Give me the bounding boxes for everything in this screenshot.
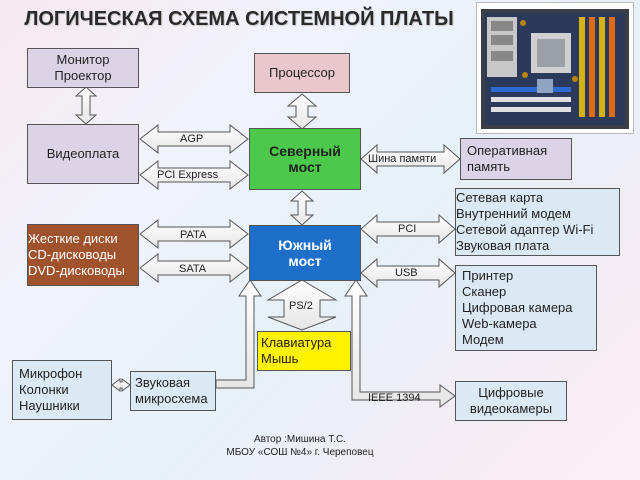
bus-label-ieee1394: IEEE 1394 <box>368 392 421 404</box>
bus-label-pci-express: PCI Express <box>157 169 219 181</box>
arrow-north-south <box>289 190 315 226</box>
motherboard-photo <box>476 2 634 134</box>
arrow-ieee1394 <box>344 279 456 408</box>
arrow-agp <box>139 123 249 155</box>
bus-label-usb: USB <box>395 267 418 279</box>
arrow-audio-sound <box>111 378 131 392</box>
keyboard-mouse-box: Клавиатура Мышь <box>257 331 351 371</box>
arrow-sound-south <box>215 279 262 389</box>
camcorders-box: Цифровые видеокамеры <box>455 381 567 421</box>
footer-author: Автор :Мишина Т.С. <box>253 434 347 445</box>
monitor-box: Монитор Проектор <box>27 48 139 88</box>
video-card-box: Видеоплата <box>27 124 139 184</box>
network-devices-box: Сетевая карта Внутренний модем Сетевой а… <box>455 188 620 256</box>
bus-label-pata: PATA <box>180 229 207 241</box>
arrow-sata <box>139 252 249 284</box>
arrow-ps2 <box>266 279 338 331</box>
bus-label-sata: SATA <box>179 263 207 275</box>
audio-devices-box: Микрофон Колонки Наушники <box>12 360 112 420</box>
bus-label-pci: PCI <box>398 223 417 235</box>
storage-devices-box: Жесткие диски CD-дисководы DVD-дисководы <box>27 224 139 286</box>
bus-label-memory: Шина памяти <box>368 153 437 165</box>
arrow-pata <box>139 218 249 250</box>
north-bridge-box: Северный мост <box>249 128 361 190</box>
usb-devices-box: Принтер Сканер Цифровая камера Web-камер… <box>455 265 597 351</box>
bus-label-agp: AGP <box>180 133 204 145</box>
ram-box: Оперативная память <box>460 138 572 180</box>
cpu-box: Процессор <box>254 53 350 93</box>
arrow-monitor-video <box>74 86 98 125</box>
south-bridge-box: Южный мост <box>249 225 361 281</box>
footer: Автор :Мишина Т.С. МБОУ «СОШ №4» г. Чере… <box>170 433 430 459</box>
footer-school: МБОУ «СОШ №4» г. Череповец <box>226 447 374 458</box>
page-title: ЛОГИЧЕСКАЯ СХЕМА СИСТЕМНОЙ ПЛАТЫ <box>24 8 454 30</box>
arrow-cpu-north <box>286 93 318 130</box>
arrow-pci-express <box>139 159 249 191</box>
sound-chip-box: Звуковая микросхема <box>130 371 216 411</box>
bus-label-ps2: PS/2 <box>289 300 313 312</box>
